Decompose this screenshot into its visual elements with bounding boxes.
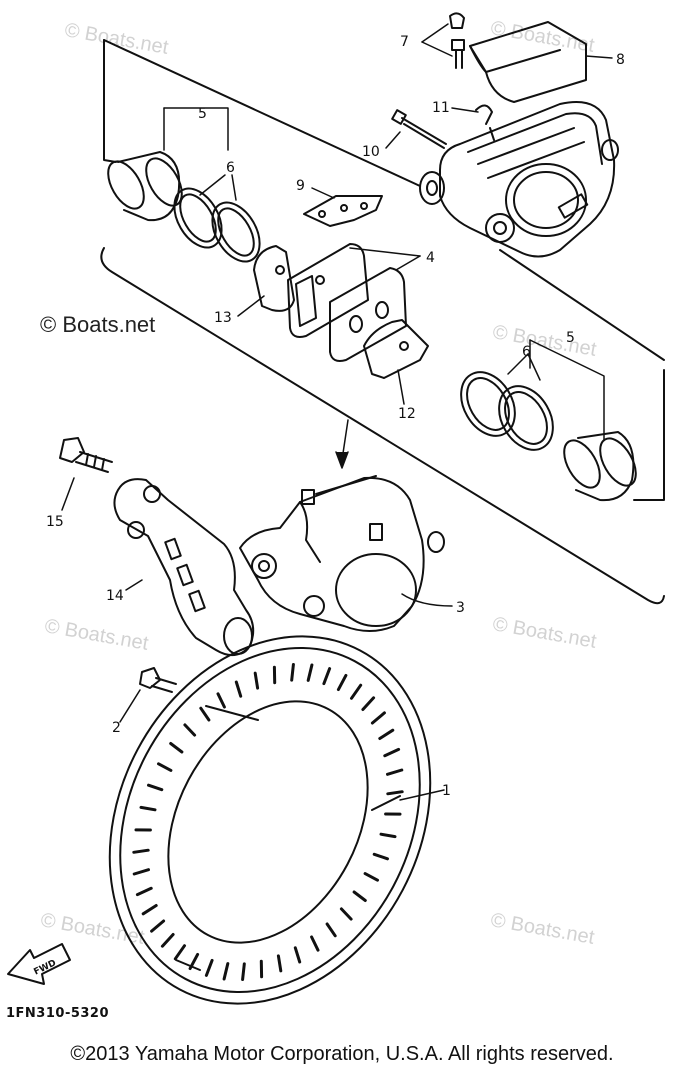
disc-vent-slot <box>139 805 157 812</box>
disc-bolt <box>139 667 177 693</box>
callout-disc: 1 <box>442 783 451 799</box>
disc-vent-slot <box>363 872 379 882</box>
bracket-bolt <box>59 437 113 473</box>
seal-top <box>173 187 261 263</box>
brake-pads <box>287 243 407 362</box>
callout-piston-top: 5 <box>198 106 207 122</box>
callout-pad-insulator: 13 <box>214 310 232 326</box>
exploded-parts-diagram: FWD 1 2 3 4 5 6 7 8 9 10 11 12 13 14 15 … <box>7 12 665 1005</box>
disc-vent-slot <box>322 667 332 686</box>
drawing-code: 1FN310-5320 <box>6 1006 110 1021</box>
disc-vent-slot <box>173 944 186 961</box>
disc-vent-slot <box>386 790 404 796</box>
watermark-main: © Boats.net <box>40 312 156 337</box>
pad-insulator <box>253 245 295 312</box>
callout-seal-bottom: 6 <box>522 344 531 360</box>
disc-vent-slot <box>350 683 363 700</box>
disc-vent-slot <box>199 706 211 722</box>
shim <box>363 319 429 379</box>
callout-pad-spring: 9 <box>296 178 305 194</box>
seal-bottom <box>460 371 554 451</box>
disc-vent-slot <box>383 747 401 758</box>
disc-vent-slot <box>141 904 158 916</box>
callout-shim: 12 <box>398 406 416 422</box>
callout-labels: 1 2 3 4 5 6 7 8 9 10 11 12 13 14 15 5 6 <box>46 34 625 799</box>
exploded-view-frame <box>100 39 665 605</box>
disc-vent-slot <box>183 723 197 737</box>
callout-bolt-disc: 2 <box>112 720 121 736</box>
fwd-arrow: FWD <box>7 943 71 985</box>
callout-seal-top: 6 <box>226 160 235 176</box>
disc-vent-slot <box>276 954 283 973</box>
callout-pad-kit: 4 <box>426 250 435 266</box>
piston-bottom <box>563 431 637 502</box>
disc-vent-slot <box>336 673 348 692</box>
piston-top <box>107 151 183 222</box>
disc-vent-slot <box>160 933 175 948</box>
clip <box>475 104 493 125</box>
pad-spring <box>303 195 383 227</box>
caliper-housing-exploded <box>419 101 619 258</box>
disc-vent-slot <box>386 768 404 776</box>
leader-lines <box>61 23 613 801</box>
callout-bleed-screw: 7 <box>400 34 409 50</box>
disc-vent-slot <box>241 962 246 981</box>
pad-pin <box>391 109 447 149</box>
bleed-screw <box>449 12 465 69</box>
disc-vent-slot <box>234 680 243 698</box>
callout-pad-pin: 10 <box>362 144 380 160</box>
disc-vent-slot <box>379 832 397 839</box>
caliper-cover <box>469 21 587 103</box>
disc-vent-slot <box>135 886 153 897</box>
disc-vent-slot <box>370 711 386 725</box>
disc-vent-slot <box>169 742 184 754</box>
callout-clip: 11 <box>432 100 450 116</box>
caliper-assembly <box>239 475 445 632</box>
disc-vent-slot <box>157 762 173 772</box>
callout-bolt-bracket: 15 <box>46 514 64 530</box>
disc-vent-slot <box>204 958 214 977</box>
callout-piston-bottom: 5 <box>566 330 575 346</box>
disc-vent-slot <box>150 919 166 933</box>
brake-disc <box>108 635 432 1005</box>
disc-vent-slot <box>372 852 389 861</box>
disc-vent-slot <box>325 922 337 938</box>
disc-vent-slot <box>132 868 150 876</box>
copyright-notice: ©2013 Yamaha Motor Corporation, U.S.A. A… <box>70 1043 614 1065</box>
disc-vent-slot <box>188 952 200 971</box>
disc-vent-slot <box>293 946 302 964</box>
disc-vent-slot <box>310 935 320 952</box>
disc-vent-slot <box>253 671 260 690</box>
disc-vent-slot <box>290 663 295 682</box>
caliper-bracket <box>113 478 255 657</box>
callout-caliper-assembly: 3 <box>456 600 465 616</box>
callout-caliper-bracket: 14 <box>106 588 124 604</box>
disc-vent-slot <box>352 890 367 902</box>
disc-vent-slot <box>216 692 226 709</box>
disc-vent-slot <box>306 663 314 682</box>
disc-vent-slot <box>222 962 230 981</box>
disc-vent-slot <box>361 696 376 711</box>
disc-vent-slot <box>339 907 353 921</box>
disc-vent-slot <box>378 728 395 740</box>
disc-vent-slot <box>147 783 164 792</box>
disc-vent-slot <box>132 848 150 854</box>
callout-caliper-cover: 8 <box>616 52 625 68</box>
